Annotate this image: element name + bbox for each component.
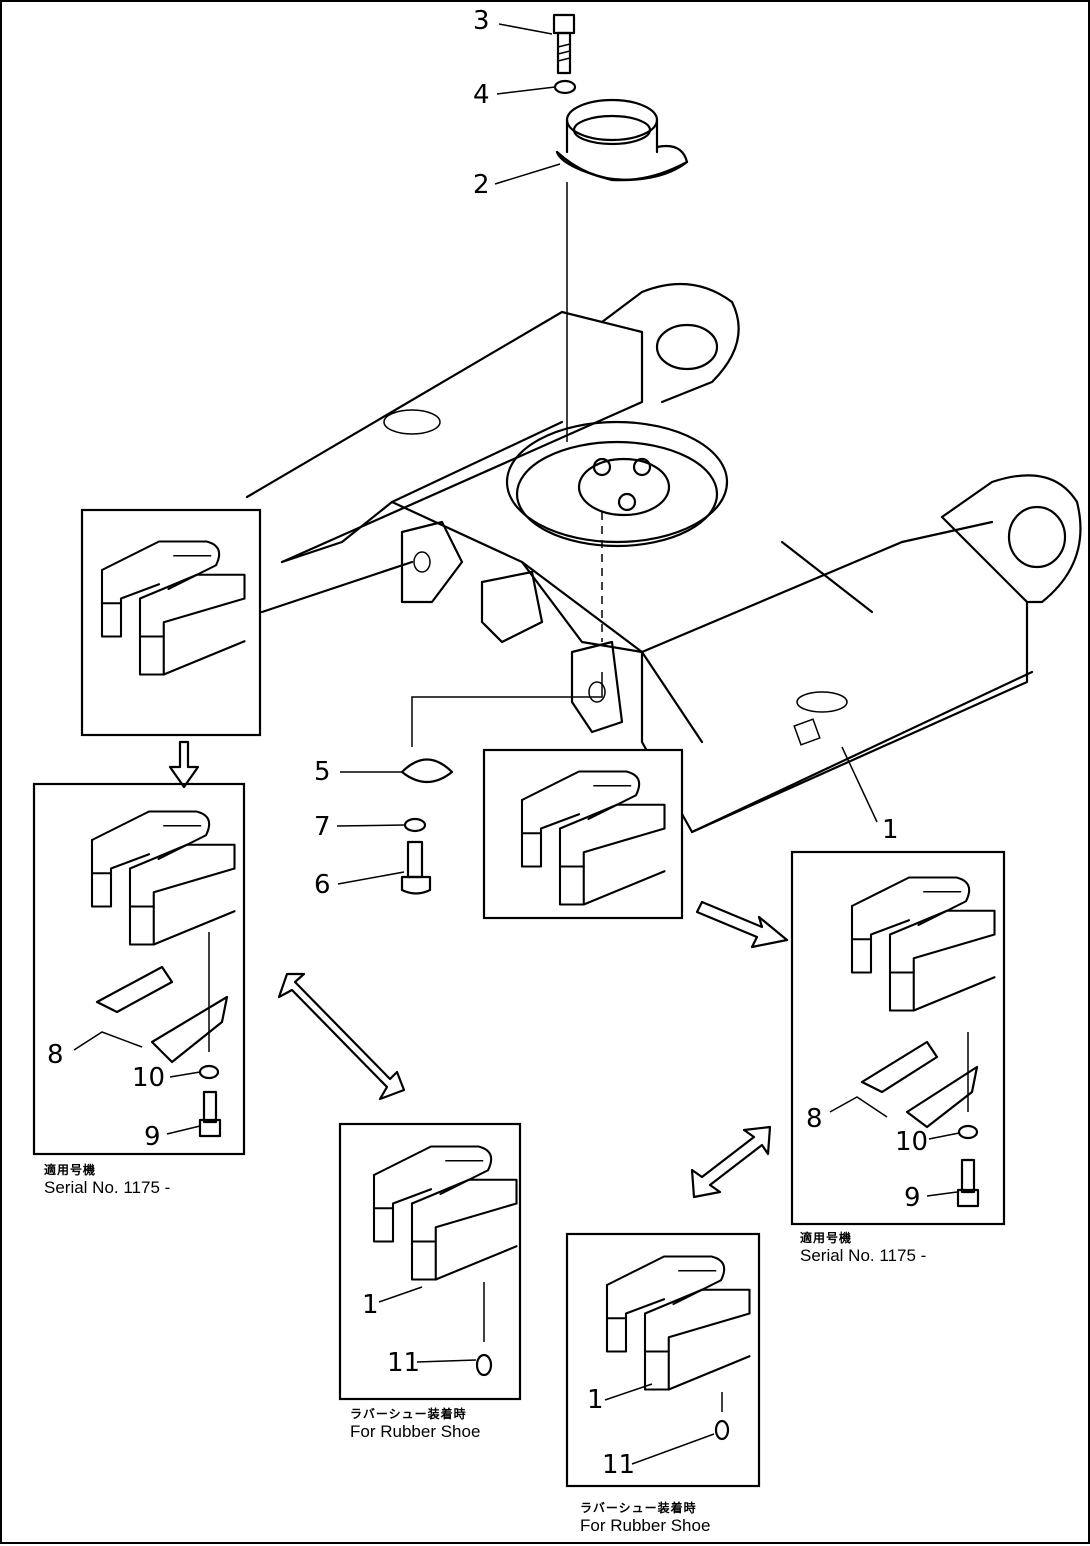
callout-9-right: 9: [904, 1183, 921, 1213]
arrow-right: [695, 900, 789, 949]
callout-9-left: 9: [144, 1122, 161, 1152]
callout-8-left: 8: [47, 1040, 64, 1070]
detail-box-bottom: [565, 1232, 761, 1488]
arrow-double-right: [690, 1125, 772, 1199]
callout-2: 2: [473, 170, 490, 200]
swing-bearing-parts: [552, 13, 689, 442]
callout-5: 5: [314, 757, 331, 787]
caption-right-jp: 適用号機: [800, 1231, 853, 1245]
caption-left-jp: 適用号機: [44, 1163, 97, 1177]
detail-box-upper-left: [80, 508, 262, 737]
caption-left-en: Serial No. 1175 -: [44, 1177, 171, 1197]
caption-bottom: ラバーシュー装着時 For Rubber Shoe: [580, 1501, 711, 1535]
arrow-down-left: [168, 740, 200, 789]
caption-left: 適用号機 Serial No. 1175 -: [44, 1163, 171, 1197]
callout-1-mid: 1: [362, 1290, 379, 1320]
callout-6: 6: [314, 870, 331, 900]
caption-bottom-jp: ラバーシュー装着時: [580, 1501, 697, 1515]
detail-box-mid-bottom: [338, 1122, 522, 1401]
arrow-double-left: [277, 972, 406, 1101]
shoe-guide-b: [150, 995, 229, 1064]
callout-4: 4: [473, 80, 490, 110]
center-small-parts: [400, 672, 603, 895]
caption-mid: ラバーシュー装着時 For Rubber Shoe: [350, 1407, 481, 1441]
callout-8-right: 8: [806, 1104, 823, 1134]
caption-mid-en: For Rubber Shoe: [350, 1421, 481, 1441]
leader-lines: [73, 23, 960, 1465]
caption-mid-jp: ラバーシュー装着時: [350, 1407, 467, 1421]
callout-1-bottom: 1: [587, 1385, 604, 1415]
caption-right: 適用号機 Serial No. 1175 -: [800, 1231, 927, 1265]
callout-10-left: 10: [132, 1063, 166, 1093]
detail-box-right: [790, 850, 1006, 1226]
callout-1: 1: [882, 815, 899, 845]
caption-right-en: Serial No. 1175 -: [800, 1245, 927, 1265]
callout-11-mid: 11: [387, 1348, 421, 1378]
caption-bottom-en: For Rubber Shoe: [580, 1515, 711, 1535]
detail-box-left: [32, 782, 246, 1156]
callout-3: 3: [473, 6, 490, 36]
callout-11-bottom: 11: [602, 1450, 636, 1480]
callout-10-right: 10: [895, 1127, 929, 1157]
main-frame: [245, 282, 1082, 834]
callout-7: 7: [314, 812, 331, 842]
shoe-guide-a: [95, 965, 174, 1014]
